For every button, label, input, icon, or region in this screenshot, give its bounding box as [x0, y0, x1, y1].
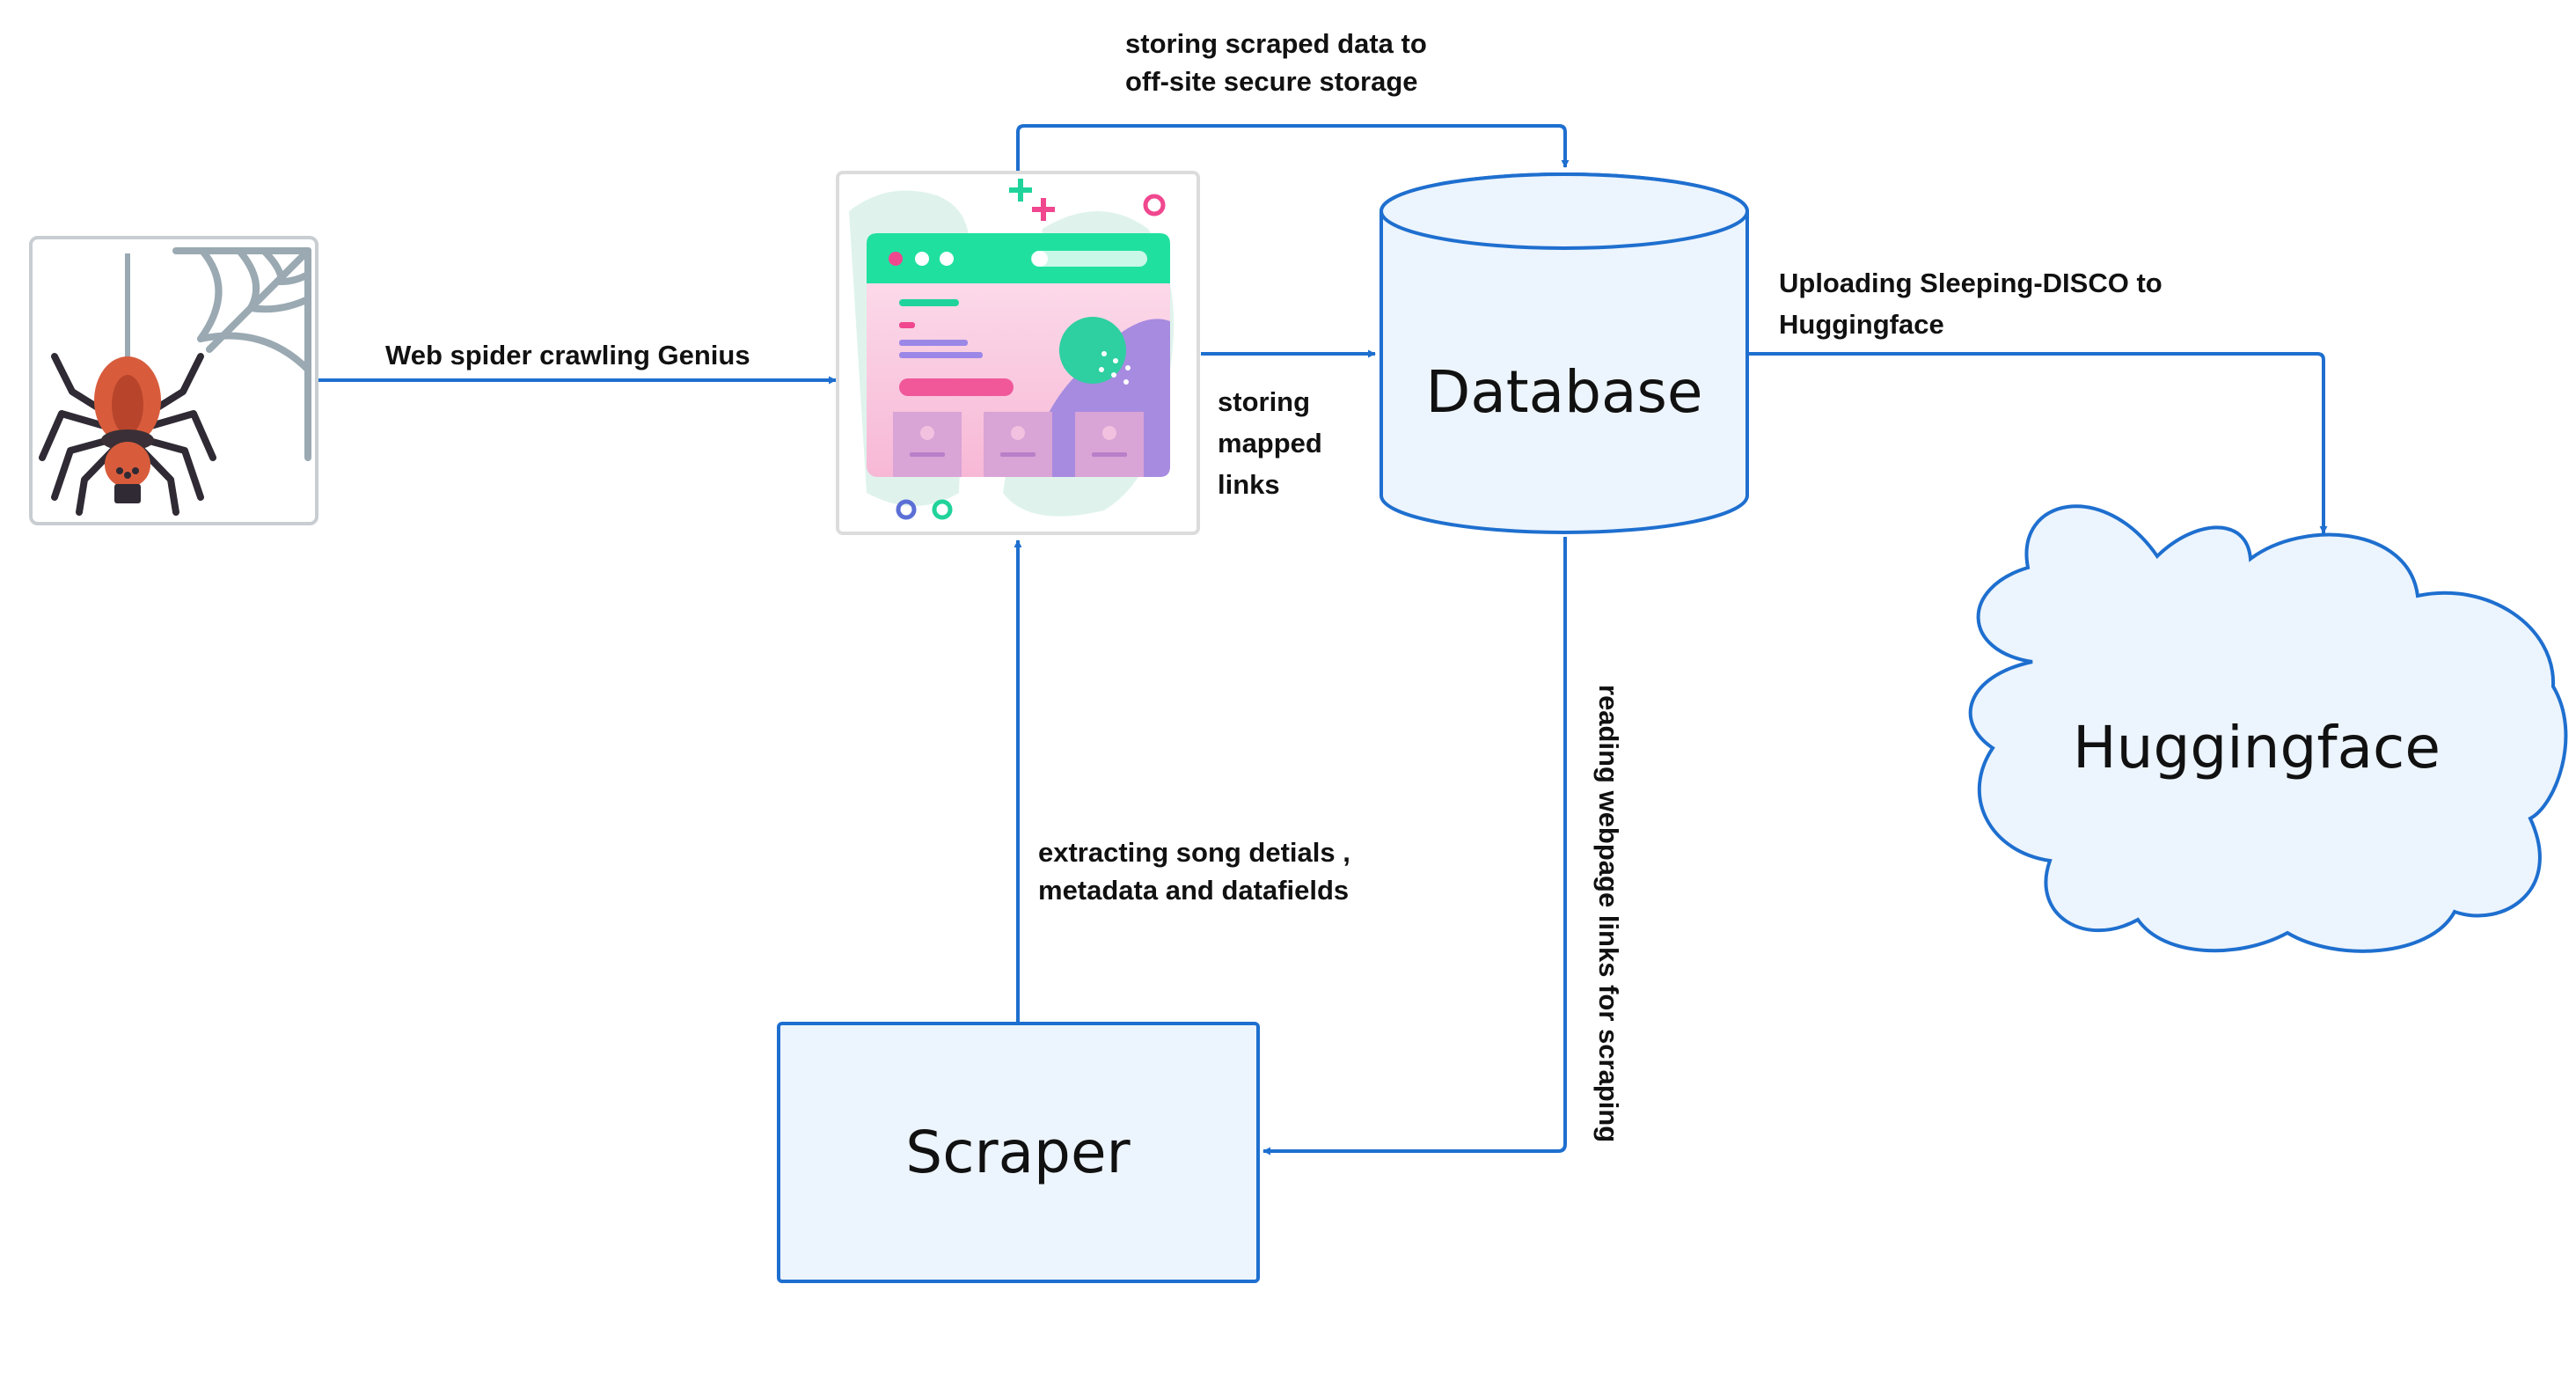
read-links-label: reading webpage links for scraping: [1593, 685, 1624, 1142]
store-offsite-label: storing scraped data to off-site secure …: [1125, 28, 1434, 97]
edge-extract: extracting song detials , metadata and d…: [1014, 539, 1358, 1023]
edge-store-offsite: storing scraped data to off-site secure …: [1016, 28, 1570, 202]
spider-node: [29, 236, 318, 525]
database-node: Database: [1379, 172, 1749, 534]
store-links-label: storing mapped links: [1218, 386, 1329, 500]
store-offsite-line-1: storing scraped data to: [1125, 28, 1427, 59]
crawl-label: Web spider crawling Genius: [385, 340, 750, 371]
store-offsite-line-2: off-site secure storage: [1125, 66, 1418, 97]
huggingface-cloud: [1968, 504, 2568, 953]
scraper-node: Scraper: [777, 1022, 1260, 1283]
database-top: [1379, 172, 1749, 250]
huggingface-node: Huggingface: [1968, 504, 2568, 953]
edge-store-links: storing mapped links: [1201, 349, 1376, 500]
scraper-box: [777, 1022, 1260, 1283]
store-links-line-1: storing: [1218, 386, 1310, 417]
store-offsite-arrow: [1016, 124, 1570, 202]
read-links-arrow: [1262, 537, 1567, 1156]
extract-label: extracting song detials , metadata and d…: [1038, 837, 1358, 906]
edge-crawl: Web spider crawling Genius: [318, 340, 837, 385]
spider-icon: [39, 247, 311, 516]
upload-line-2: Huggingface: [1779, 309, 1944, 340]
edge-upload: Uploading Sleeping-DISCO to Huggingface: [1747, 268, 2328, 534]
upload-label: Uploading Sleeping-DISCO to Huggingface: [1779, 268, 2170, 340]
database-label: Database: [1426, 358, 1703, 426]
extract-line-1: extracting song detials ,: [1038, 837, 1350, 868]
webpage-node: [836, 171, 1200, 535]
webpage-icon: [849, 179, 1175, 520]
store-links-line-2: mapped: [1218, 428, 1322, 459]
store-links-line-3: links: [1218, 469, 1280, 500]
edge-read-links: reading webpage links for scraping: [1262, 537, 1624, 1156]
upload-line-1: Uploading Sleeping-DISCO to: [1779, 268, 2163, 298]
extract-line-2: metadata and datafields: [1038, 875, 1349, 906]
scraper-label: Scraper: [905, 1119, 1131, 1186]
huggingface-label: Huggingface: [2073, 714, 2441, 781]
upload-arrow: [1747, 352, 2328, 534]
